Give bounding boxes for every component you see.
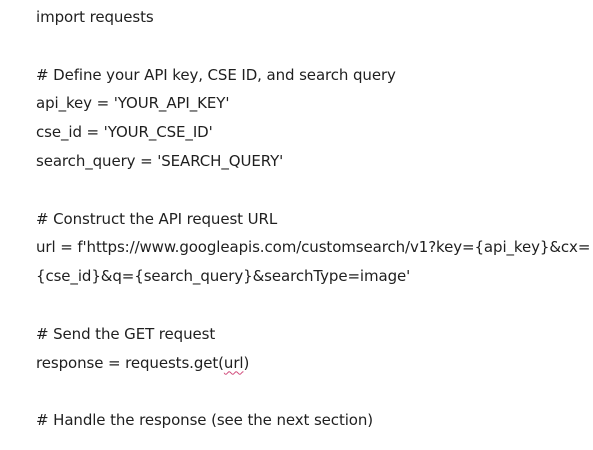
get-suffix: ) <box>243 353 250 372</box>
code-line: cse_id = 'YOUR_CSE_ID' <box>36 123 213 142</box>
code-line: api_key = 'YOUR_API_KEY' <box>36 94 230 113</box>
code-line: import requests <box>36 8 154 26</box>
comment-line: # Construct the API request URL <box>36 209 278 228</box>
blank-line <box>36 32 586 61</box>
blank-line <box>36 377 586 406</box>
text-document[interactable]: import requests # Define your API key, C… <box>36 3 591 435</box>
code-line-wrapped: {cse_id}&q={search_query}&searchType=ima… <box>36 267 411 286</box>
code-line: search_query = 'SEARCH_QUERY' <box>36 151 284 170</box>
comment-line: # Handle the response (see the next sect… <box>36 411 374 430</box>
spellcheck-flagged-word[interactable]: url <box>223 353 244 372</box>
comment-line: # Send the GET request <box>36 324 216 343</box>
code-line: url = f'https://www.googleapis.com/custo… <box>36 238 591 257</box>
blank-line <box>36 291 586 320</box>
code-line-get-request: response = requests.get(url) <box>36 349 586 378</box>
get-prefix: response = requests.get( <box>36 353 224 372</box>
comment-line: # Define your API key, CSE ID, and searc… <box>36 65 396 84</box>
blank-line <box>36 176 586 205</box>
